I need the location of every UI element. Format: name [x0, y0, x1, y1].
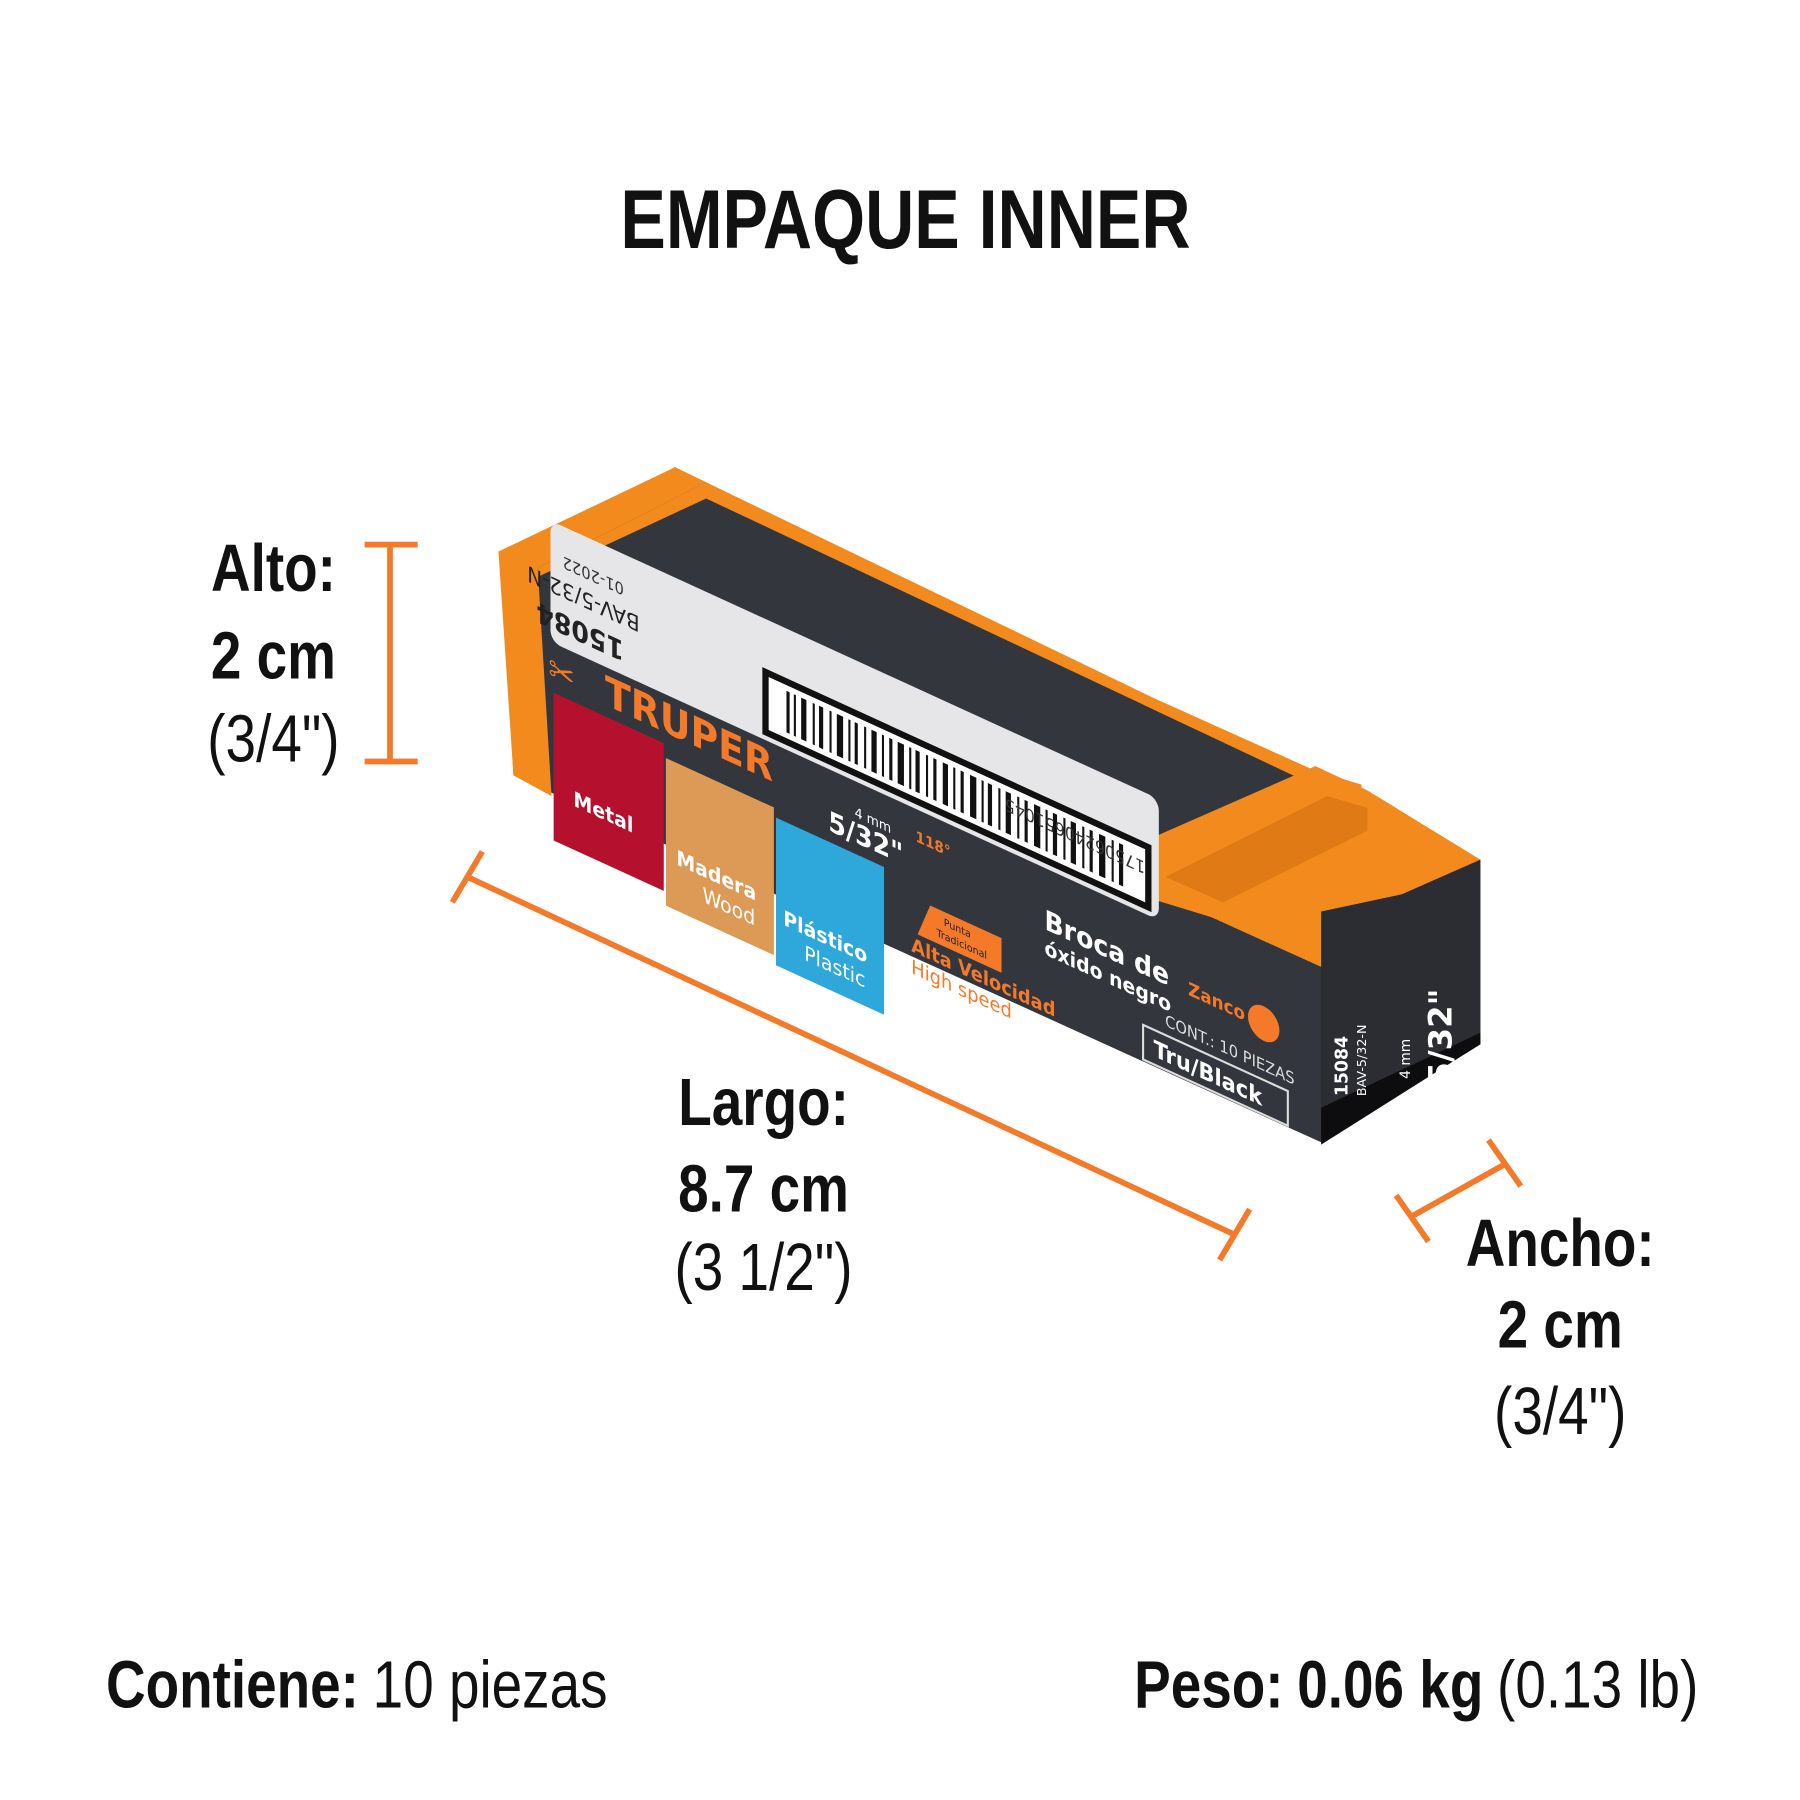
- length-bracket: [449, 850, 1253, 1262]
- width-label: Ancho:: [1466, 1206, 1655, 1280]
- length-label: Largo:: [678, 1065, 849, 1139]
- width-value: 2 cm: [1498, 1288, 1623, 1362]
- weight-imperial: (0.13 lb): [1497, 1648, 1698, 1722]
- width-bracket: [1393, 1138, 1524, 1244]
- barcode: [762, 667, 1152, 913]
- height-bracket: [364, 541, 418, 765]
- material-metal: [553, 692, 664, 891]
- weight-info: Peso: 0.06 kg (0.13 lb): [1134, 1648, 1698, 1723]
- height-value: 2 cm: [211, 618, 336, 692]
- width-imperial: (3/4"): [1494, 1374, 1626, 1448]
- material-wood: [665, 757, 774, 956]
- contents-info: Contiene: 10 piezas: [106, 1648, 608, 1723]
- length-imperial: (3 1/2"): [675, 1230, 853, 1304]
- end-size-mm: 4 mm: [1398, 1039, 1414, 1079]
- left-orange-cap: [498, 467, 707, 797]
- end-face: [1321, 859, 1481, 1143]
- length-value: 8.7 cm: [678, 1151, 849, 1225]
- height-label: Alto:: [211, 531, 336, 605]
- material-plastic: [775, 817, 885, 1015]
- contents-value: 10 piezas: [373, 1648, 608, 1722]
- weight-value: 0.06 kg: [1297, 1648, 1483, 1722]
- shank-dot: [1247, 1004, 1280, 1043]
- length-dimension: Largo: 8.7 cm (3 1/2"): [449, 850, 1253, 1304]
- end-model: BAV-5/32-N: [1354, 1024, 1369, 1096]
- end-code: 15084: [1333, 1036, 1353, 1096]
- page-title: EMPAQUE INNER: [620, 174, 1190, 267]
- package-box: 17506240651045 15084 BAV-5/32-N 01-2022 …: [498, 467, 1481, 1145]
- height-imperial: (3/4"): [207, 701, 339, 775]
- right-orange-cap: [1110, 766, 1481, 967]
- contents-label: Contiene:: [106, 1648, 359, 1722]
- end-size-inch: 5/32": [1422, 989, 1460, 1085]
- width-dimension: Ancho: 2 cm (3/4"): [1393, 1138, 1655, 1448]
- height-dimension: Alto: 2 cm (3/4"): [207, 531, 418, 776]
- weight-label: Peso:: [1134, 1648, 1283, 1722]
